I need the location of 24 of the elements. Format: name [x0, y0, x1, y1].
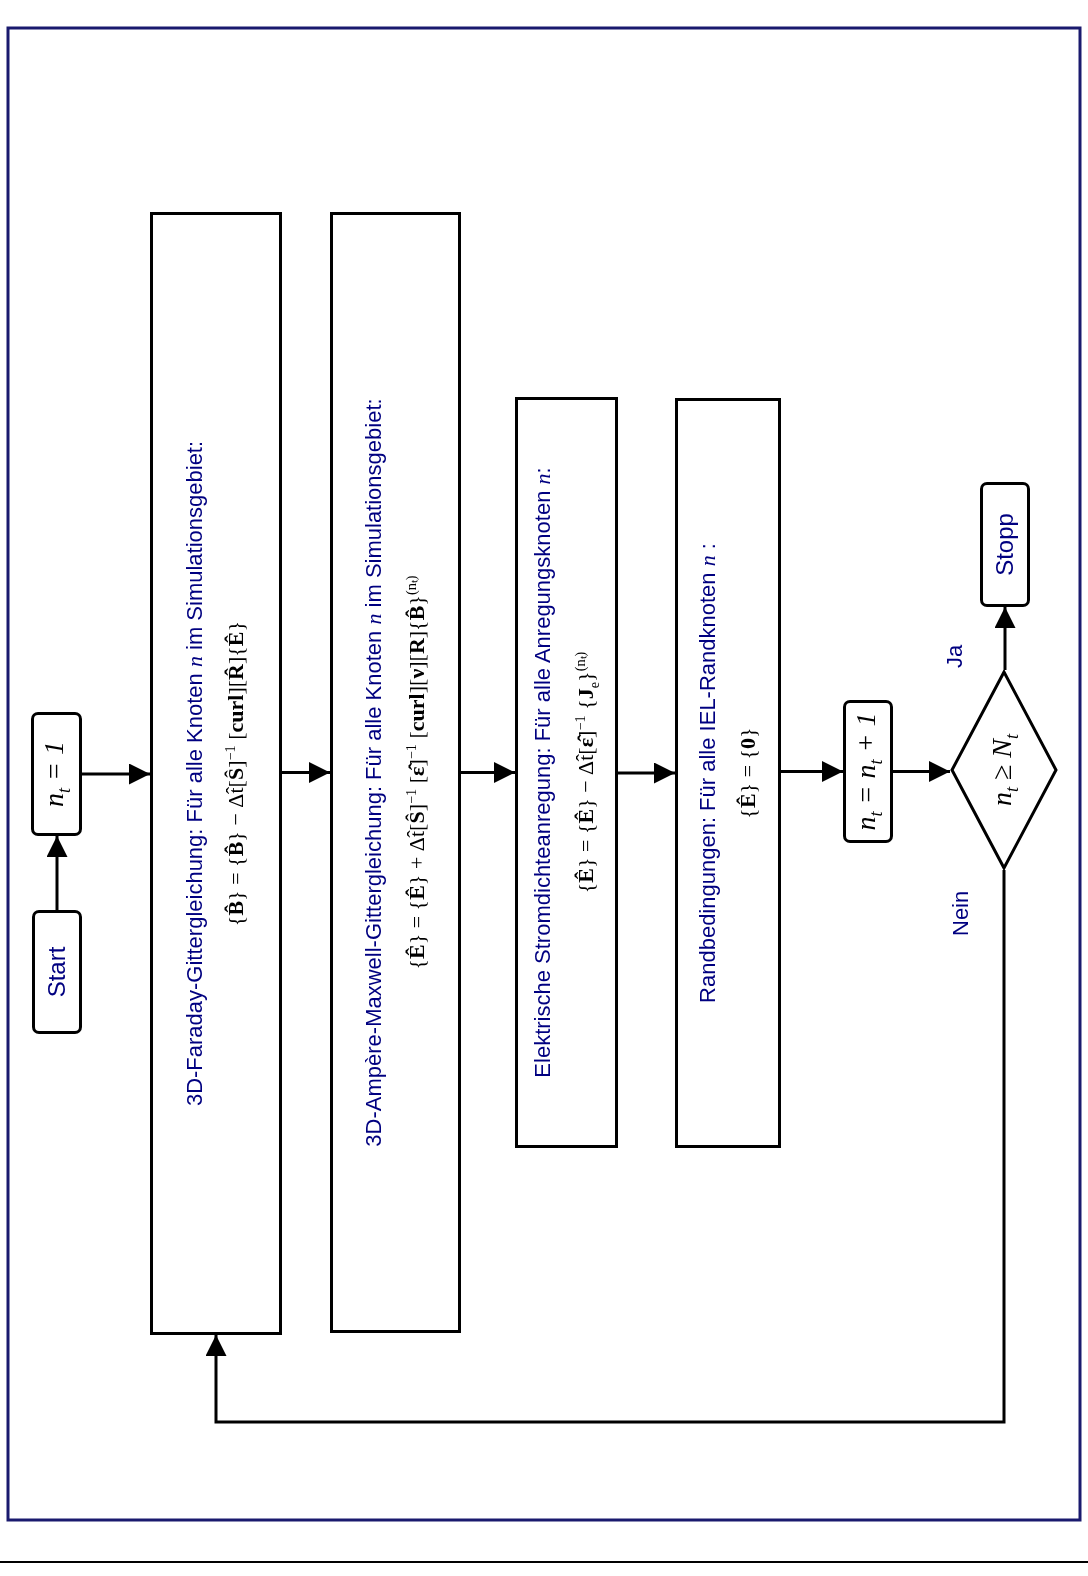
process-box	[31, 712, 82, 836]
arrow	[82, 763, 150, 785]
arrow	[461, 762, 515, 783]
arrow	[46, 836, 68, 910]
process-box	[675, 398, 781, 1148]
node-label: Stopp	[991, 513, 1019, 576]
terminal-box	[980, 482, 1030, 607]
node-heading: 3D-Ampère-Maxwell-Gittergleichung: Für alle Knoten n im Simulationsgebiet:	[360, 398, 387, 1147]
arrow	[282, 762, 330, 783]
node-heading: 3D-Faraday-Gittergleichung: Für alle Knoten n im Simulationsgebiet:	[182, 440, 209, 1107]
process-box	[150, 212, 282, 1335]
process-box	[843, 700, 893, 843]
arrow	[994, 607, 1016, 670]
node-heading: Elektrische Stromdichteanregung: Für alle Anregungsknoten n:	[530, 467, 557, 1078]
formula: {Ê} = {0}	[735, 727, 761, 819]
arrow	[205, 870, 1006, 1424]
process-box	[330, 212, 461, 1333]
terminal-box	[32, 910, 82, 1034]
process-box	[515, 397, 618, 1148]
arrow	[893, 761, 950, 782]
node-heading: Randbedingungen: Für alle IEL-Randknoten n:	[695, 543, 721, 1003]
arrow	[618, 762, 675, 784]
arrow	[781, 761, 843, 782]
node-label: Start	[43, 946, 71, 998]
